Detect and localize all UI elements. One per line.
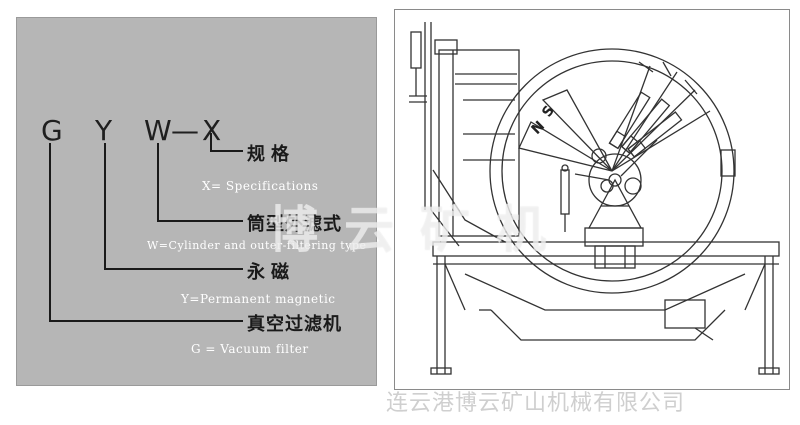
base-frame-top — [432, 241, 780, 257]
brand-watermark: 博云矿机 — [268, 201, 572, 259]
legend-panel: G Y W — X 规格 X= Specifications 筒型外滤式 W=C… — [16, 17, 377, 386]
top-left-fitting — [410, 31, 422, 69]
vacuum-filter-drawing: N S — [409, 22, 780, 375]
legend-vacuum-en: G = Vacuum filter — [191, 342, 309, 356]
legend-specifications-zh: 规格 — [247, 144, 295, 165]
company-name-footer: 连云港博云矿山机械有限公司 — [386, 391, 686, 416]
code-dash: — — [171, 114, 199, 147]
magnet-label-n: N — [529, 118, 549, 138]
drum-outer — [489, 48, 735, 294]
tank-frame — [438, 49, 520, 237]
legend-specifications-en: X= Specifications — [202, 179, 319, 193]
magnet-label-s: S — [539, 103, 558, 120]
hopper — [464, 273, 746, 311]
legend-vacuum-zh: 真空过滤机 — [247, 314, 342, 335]
code-letter-y: Y — [95, 114, 113, 147]
legend-permanent-zh: 永磁 — [247, 262, 295, 283]
code-letter-w: W — [144, 114, 172, 147]
machine-drawing-panel: N S — [394, 9, 790, 390]
legend-connector-lines — [49, 133, 243, 322]
legend-permanent-en: Y=Permanent magnetic — [181, 292, 336, 306]
code-letter-x: X — [202, 114, 222, 147]
code-letter-g: G — [41, 114, 63, 147]
legend-cylinder-zh: 筒型外滤式 — [247, 214, 342, 235]
drum-inner — [501, 60, 723, 282]
legend-cylinder-en: W=Cylinder and outer-filtering type — [147, 239, 367, 252]
